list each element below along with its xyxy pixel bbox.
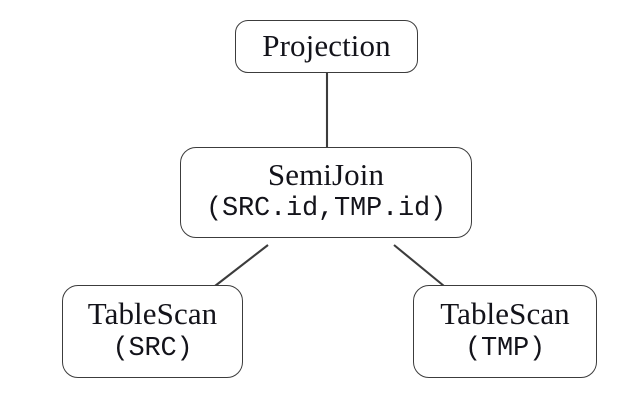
node-semijoin-args: (SRC.id,TMP.id) xyxy=(205,194,447,224)
node-tablescan-tmp-title: TableScan xyxy=(440,296,570,331)
node-tablescan-src-title: TableScan xyxy=(87,296,218,331)
node-tablescan-tmp-args: (TMP) xyxy=(464,334,545,364)
node-tablescan-src[interactable]: TableScan (SRC) xyxy=(62,285,243,378)
node-tablescan-src-args: (SRC) xyxy=(112,334,193,364)
node-projection[interactable]: Projection xyxy=(235,20,418,73)
node-projection-title: Projection xyxy=(262,28,391,63)
node-semijoin-title: SemiJoin xyxy=(267,157,385,192)
edge-semijoin-to-tablescan-src xyxy=(214,244,269,287)
node-semijoin[interactable]: SemiJoin (SRC.id,TMP.id) xyxy=(180,147,472,238)
node-tablescan-tmp[interactable]: TableScan (TMP) xyxy=(413,285,597,378)
edge-semijoin-to-tablescan-tmp xyxy=(393,244,445,287)
